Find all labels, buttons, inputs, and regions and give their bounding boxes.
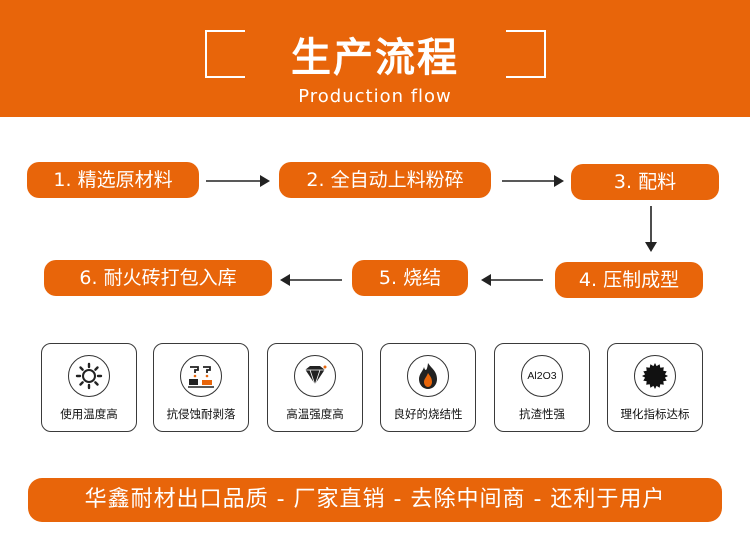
- diamond-icon: [294, 355, 336, 397]
- arrow-right-icon: [206, 174, 270, 188]
- page-title: 生产流程: [291, 35, 459, 81]
- feature-label: 抗侵蚀耐剥落: [166, 407, 236, 421]
- title-bracket-left: [205, 30, 245, 78]
- feature-card-slag-resistance: Al2O3 抗渣性强: [494, 343, 590, 432]
- title-bracket-right: [506, 30, 546, 78]
- feature-label: 使用温度高: [60, 407, 118, 421]
- feature-label: 高温强度高: [286, 407, 344, 421]
- al2o3-icon: Al2O3: [521, 355, 563, 397]
- step-1-select-materials: 1. 精选原材料: [27, 162, 199, 198]
- page-subtitle: Production flow: [298, 86, 452, 107]
- feature-label: 抗渣性强: [519, 407, 565, 421]
- step-5-sintering: 5. 烧结: [352, 260, 468, 296]
- feature-label: 良好的烧结性: [393, 407, 463, 421]
- step-4-press-forming: 4. 压制成型: [555, 262, 703, 298]
- step-6-pack-storage: 6. 耐火砖打包入库: [44, 260, 272, 296]
- footer-slogan-bar: 华鑫耐材出口品质 - 厂家直销 - 去除中间商 - 还利于用户: [28, 478, 722, 522]
- arrow-right-icon: [502, 174, 564, 188]
- corrosion-icon: [180, 355, 222, 397]
- feature-card-physicochemical: 理化指标达标: [607, 343, 703, 432]
- step-3-batching: 3. 配料: [571, 164, 719, 200]
- feature-card-corrosion: 抗侵蚀耐剥落: [153, 343, 249, 432]
- step-2-auto-feed-crush: 2. 全自动上料粉碎: [279, 162, 491, 198]
- arrow-down-icon: [644, 206, 658, 252]
- feature-card-high-temp: 使用温度高: [41, 343, 137, 432]
- flame-icon: [407, 355, 449, 397]
- sun-icon: [68, 355, 110, 397]
- feature-label: 理化指标达标: [620, 407, 690, 421]
- header-banner: 生产流程 Production flow: [0, 0, 750, 117]
- al2o3-icon-text: Al2O3: [527, 370, 557, 382]
- arrow-left-icon: [280, 273, 342, 287]
- arrow-left-icon: [481, 273, 543, 287]
- feature-card-high-strength: 高温强度高: [267, 343, 363, 432]
- seal-icon: [634, 355, 676, 397]
- feature-card-sinterability: 良好的烧结性: [380, 343, 476, 432]
